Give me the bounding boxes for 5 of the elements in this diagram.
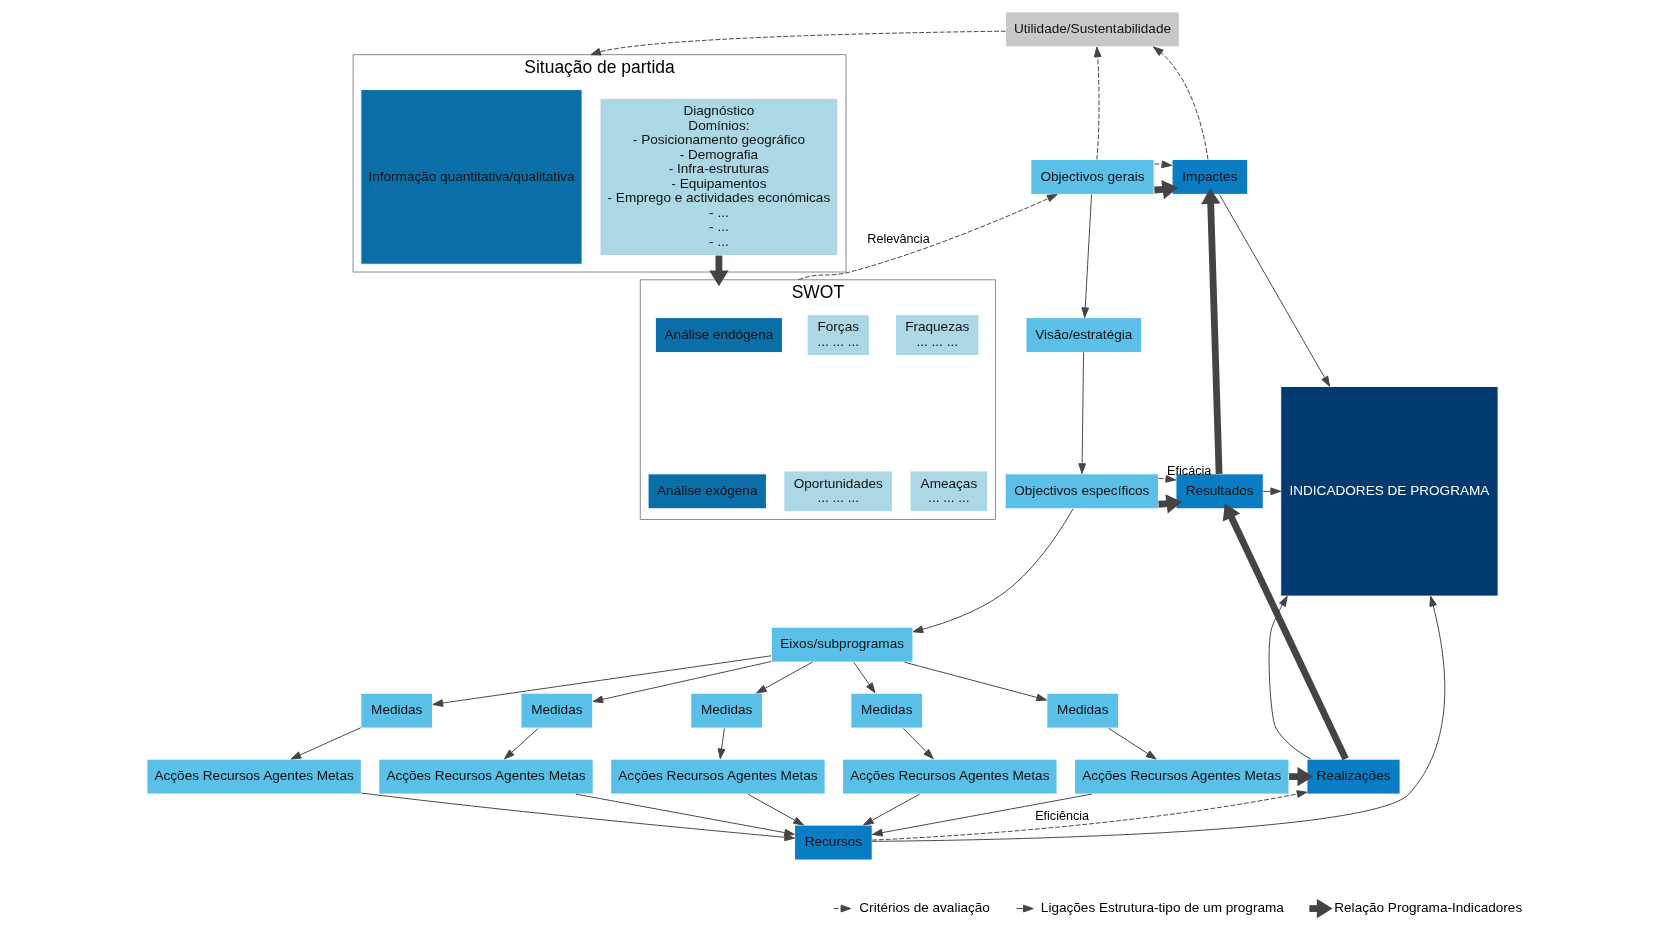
edge-label: Relevância [866,231,930,246]
legend-label: Relação Programa-Indicadores [1333,900,1522,916]
legend-label: Ligações Estrutura-tipo de um programa [1040,900,1284,916]
edge-label: Eficiência [1034,809,1089,824]
legend-label: Critérios de avaliação [858,900,990,916]
